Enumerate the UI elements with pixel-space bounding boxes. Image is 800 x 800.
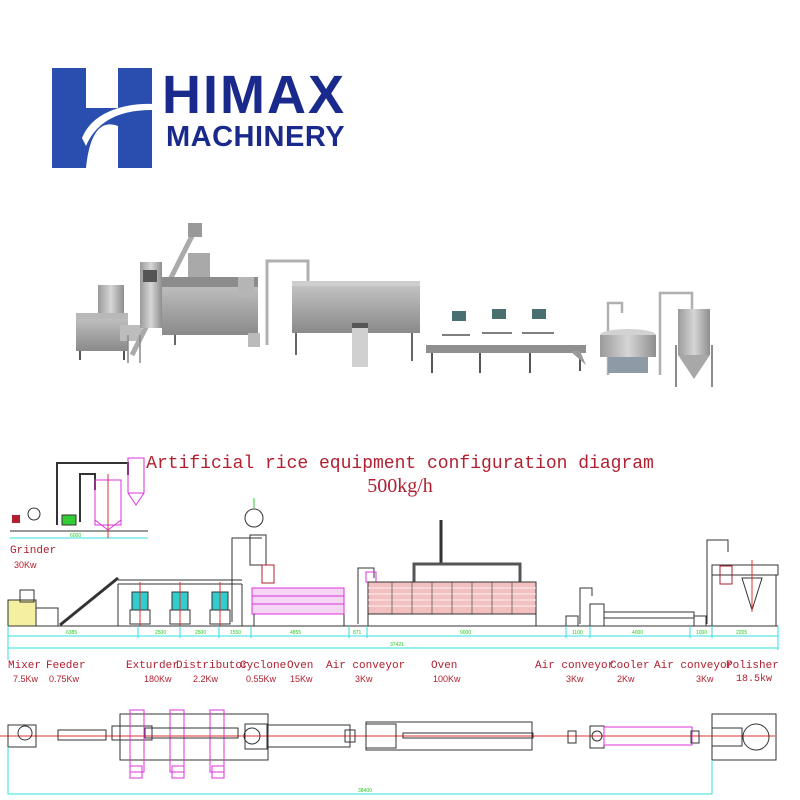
equipment-name-oven-2: Oven — [431, 660, 458, 672]
equipment-power-polisher: 18.5kw — [736, 674, 773, 685]
equipment-name-cyclone: Cyclone — [240, 660, 287, 672]
oven1-drawing — [251, 587, 345, 626]
equipment-power-feeder: 0.75Kw — [49, 674, 80, 684]
equipment-name-polisher: Polisher — [726, 660, 779, 672]
svg-text:4855: 4855 — [290, 630, 301, 636]
equipment-name-distributor: Distributor — [176, 660, 249, 672]
himax-logo-icon — [52, 68, 152, 168]
extruder-machine — [140, 253, 260, 347]
equipment-power-oven-2: 100Kw — [433, 674, 461, 684]
cyclone-drawing — [231, 498, 275, 622]
equipment-power-extruder: 180Kw — [144, 674, 172, 684]
dimension-labels: 6385 2500 2500 1550 4855 871 9000 1100 4000 10… — [66, 630, 747, 648]
equipment-name-air-conveyor-3: Air conveyor — [654, 660, 734, 672]
oven2-drawing — [367, 520, 537, 626]
extruder-units — [129, 582, 231, 626]
svg-text:2500: 2500 — [155, 630, 166, 636]
equipment-power-cooler: 2Kw — [617, 674, 635, 684]
cooling-conveyor — [426, 309, 586, 373]
grinder-power: 30Kw — [14, 560, 37, 570]
grinder-system — [10, 457, 148, 539]
production-line-photo — [76, 223, 713, 387]
diagram-capacity: 500kg/h — [367, 475, 433, 497]
svg-text:1550: 1550 — [230, 630, 241, 636]
equipment-name-air-conveyor-1: Air conveyor — [326, 660, 406, 672]
vibrating-sieve — [600, 329, 656, 373]
equipment-name-cooler: Cooler — [610, 660, 650, 672]
svg-text:1100: 1100 — [572, 630, 583, 636]
svg-text:2205: 2205 — [736, 630, 747, 636]
equipment-power-distributor: 2.2Kw — [193, 674, 219, 684]
polisher-machine — [675, 309, 713, 387]
equipment-name-air-conveyor-2: Air conveyor — [535, 660, 615, 672]
equipment-name-mixer: Mixer — [8, 660, 42, 672]
diagram-title: Artificial rice equipment configuration … — [146, 454, 654, 474]
oven-dryer — [292, 281, 420, 367]
equipment-power-mixer: 7.5Kw — [13, 674, 39, 684]
equipment-name-extruder: Exturder — [126, 660, 179, 672]
equipment-power-cyclone: 0.55Kw — [246, 674, 277, 684]
svg-text:871: 871 — [353, 630, 362, 636]
equipment-name-oven-1: Oven — [287, 660, 314, 672]
grinder-label: Grinder — [10, 545, 57, 557]
svg-text:38400: 38400 — [358, 788, 372, 794]
svg-text:37421: 37421 — [390, 642, 404, 648]
plan-view — [0, 709, 777, 795]
equipment-power-air-conveyor-2: 3Kw — [566, 674, 584, 684]
equipment-power-air-conveyor-3: 3Kw — [696, 674, 714, 684]
svg-text:4000: 4000 — [632, 630, 643, 636]
svg-text:1000: 1000 — [696, 630, 707, 636]
svg-text:6385: 6385 — [66, 630, 77, 636]
equipment-power-oven-1: 15Kw — [290, 674, 313, 684]
equipment-power-air-conveyor-1: 3Kw — [355, 674, 373, 684]
mixer-machine — [76, 285, 128, 360]
mixer-drawing — [7, 589, 59, 627]
equipment-name-feeder: Feeder — [46, 660, 86, 672]
brand-subtitle: MACHINERY — [166, 121, 346, 153]
cad-configuration-drawing: 6000 — [0, 457, 779, 795]
grinder-dimension: 6000 — [70, 533, 81, 539]
svg-text:9000: 9000 — [460, 630, 471, 636]
polisher-drawing — [706, 539, 779, 626]
svg-text:2500: 2500 — [195, 630, 206, 636]
brand-name: HIMAX — [162, 65, 346, 125]
